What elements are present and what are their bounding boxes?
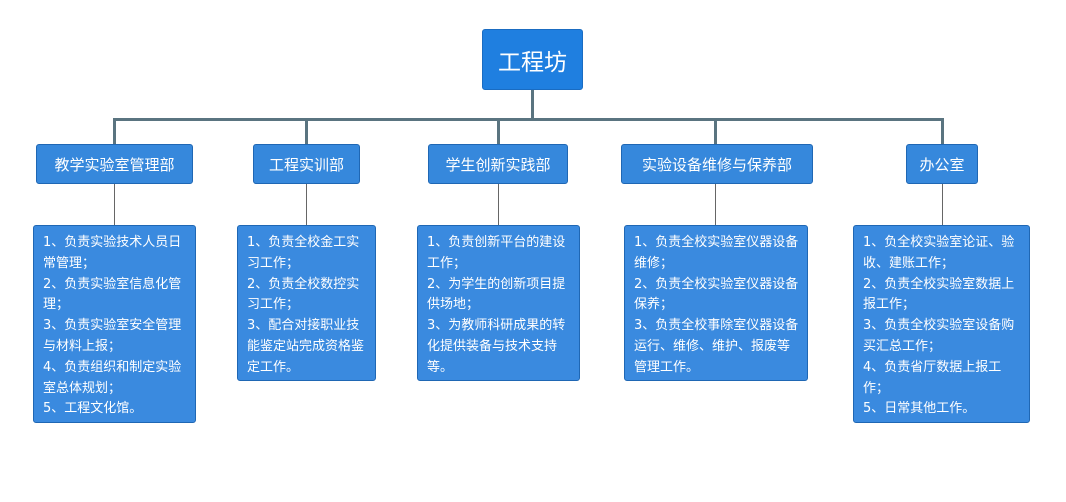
duty-connector-2	[306, 184, 307, 225]
dept-connector-4	[714, 118, 717, 144]
duty-connector-1	[114, 184, 115, 225]
duty-box-engineering-training: 1、负责全校金工实习工作； 2、负责全校数控实习工作； 3、配合对接职业技能鉴定…	[237, 225, 376, 381]
duty-connector-3	[498, 184, 499, 225]
dept-node-student-innovation[interactable]: 学生创新实践部	[428, 144, 568, 184]
root-connector	[531, 90, 534, 120]
root-node[interactable]: 工程坊	[482, 29, 583, 90]
dept-connector-2	[305, 118, 308, 144]
duty-connector-5	[942, 184, 943, 225]
dept-node-office[interactable]: 办公室	[906, 144, 978, 184]
duty-box-teaching-lab: 1、负责实验技术人员日常管理； 2、负责实验室信息化管理； 3、负责实验室安全管…	[33, 225, 196, 423]
duty-box-equipment-maintenance: 1、负责全校实验室仪器设备维修； 2、负责全校实验室仪器设备保养； 3、负责全校…	[624, 225, 808, 381]
dept-node-equipment-maintenance[interactable]: 实验设备维修与保养部	[621, 144, 813, 184]
duty-box-student-innovation: 1、负责创新平台的建设工作； 2、为学生的创新项目提供场地； 3、为教师科研成果…	[417, 225, 580, 381]
duty-connector-4	[715, 184, 716, 225]
dept-node-engineering-training[interactable]: 工程实训部	[253, 144, 360, 184]
dept-connector-1	[113, 118, 116, 144]
dept-node-teaching-lab[interactable]: 教学实验室管理部	[36, 144, 193, 184]
dept-connector-3	[497, 118, 500, 144]
duty-box-office: 1、负全校实验室论证、验收、建账工作； 2、负责全校实验室数据上报工作； 3、负…	[853, 225, 1030, 423]
dept-connector-5	[941, 118, 944, 144]
horizontal-connector	[113, 118, 944, 121]
